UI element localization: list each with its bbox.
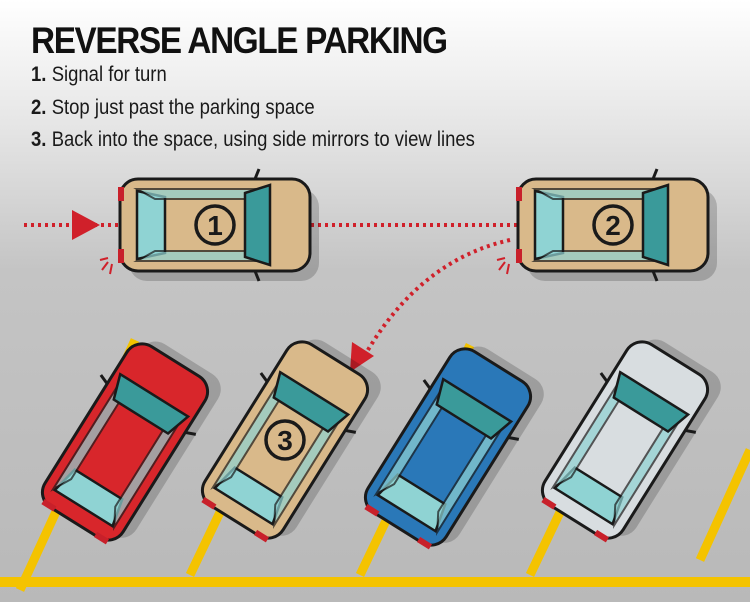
reverse-path [363, 238, 511, 357]
step-badge [264, 419, 306, 461]
reverse-arrow-icon [350, 342, 374, 372]
car-step-1: 1 [118, 168, 319, 282]
step-badge-label: 3 [277, 425, 293, 456]
step-text: Signal for turn [51, 63, 167, 86]
step-number: 2. [31, 96, 47, 119]
step-badge [194, 204, 236, 246]
step-number: 3. [31, 128, 47, 151]
step-3: 3.Back into the space, using side mirror… [31, 128, 475, 152]
direction-arrow-icon [72, 210, 100, 240]
step-number: 1. [31, 63, 47, 86]
step-badge-label: 1 [207, 210, 223, 241]
parking-line [695, 448, 750, 562]
parked-white-car [540, 339, 721, 543]
step-2: 2.Stop just past the parking space [31, 96, 315, 120]
car-step-3: 3 [200, 339, 381, 543]
car-step-2: 2 [516, 168, 717, 282]
parked-red-car [40, 341, 221, 545]
turn-signal-icon [99, 257, 113, 275]
turn-signal-icon [496, 257, 510, 275]
step-text: Stop just past the parking space [51, 96, 315, 119]
step-text: Back into the space, using side mirrors … [51, 128, 475, 151]
step-1: 1.Signal for turn [31, 63, 167, 87]
parked-blue-car [363, 346, 544, 550]
page-title: REVERSE ANGLE PARKING [31, 20, 448, 61]
step-badge-label: 2 [605, 210, 621, 241]
step-badge [592, 204, 634, 246]
